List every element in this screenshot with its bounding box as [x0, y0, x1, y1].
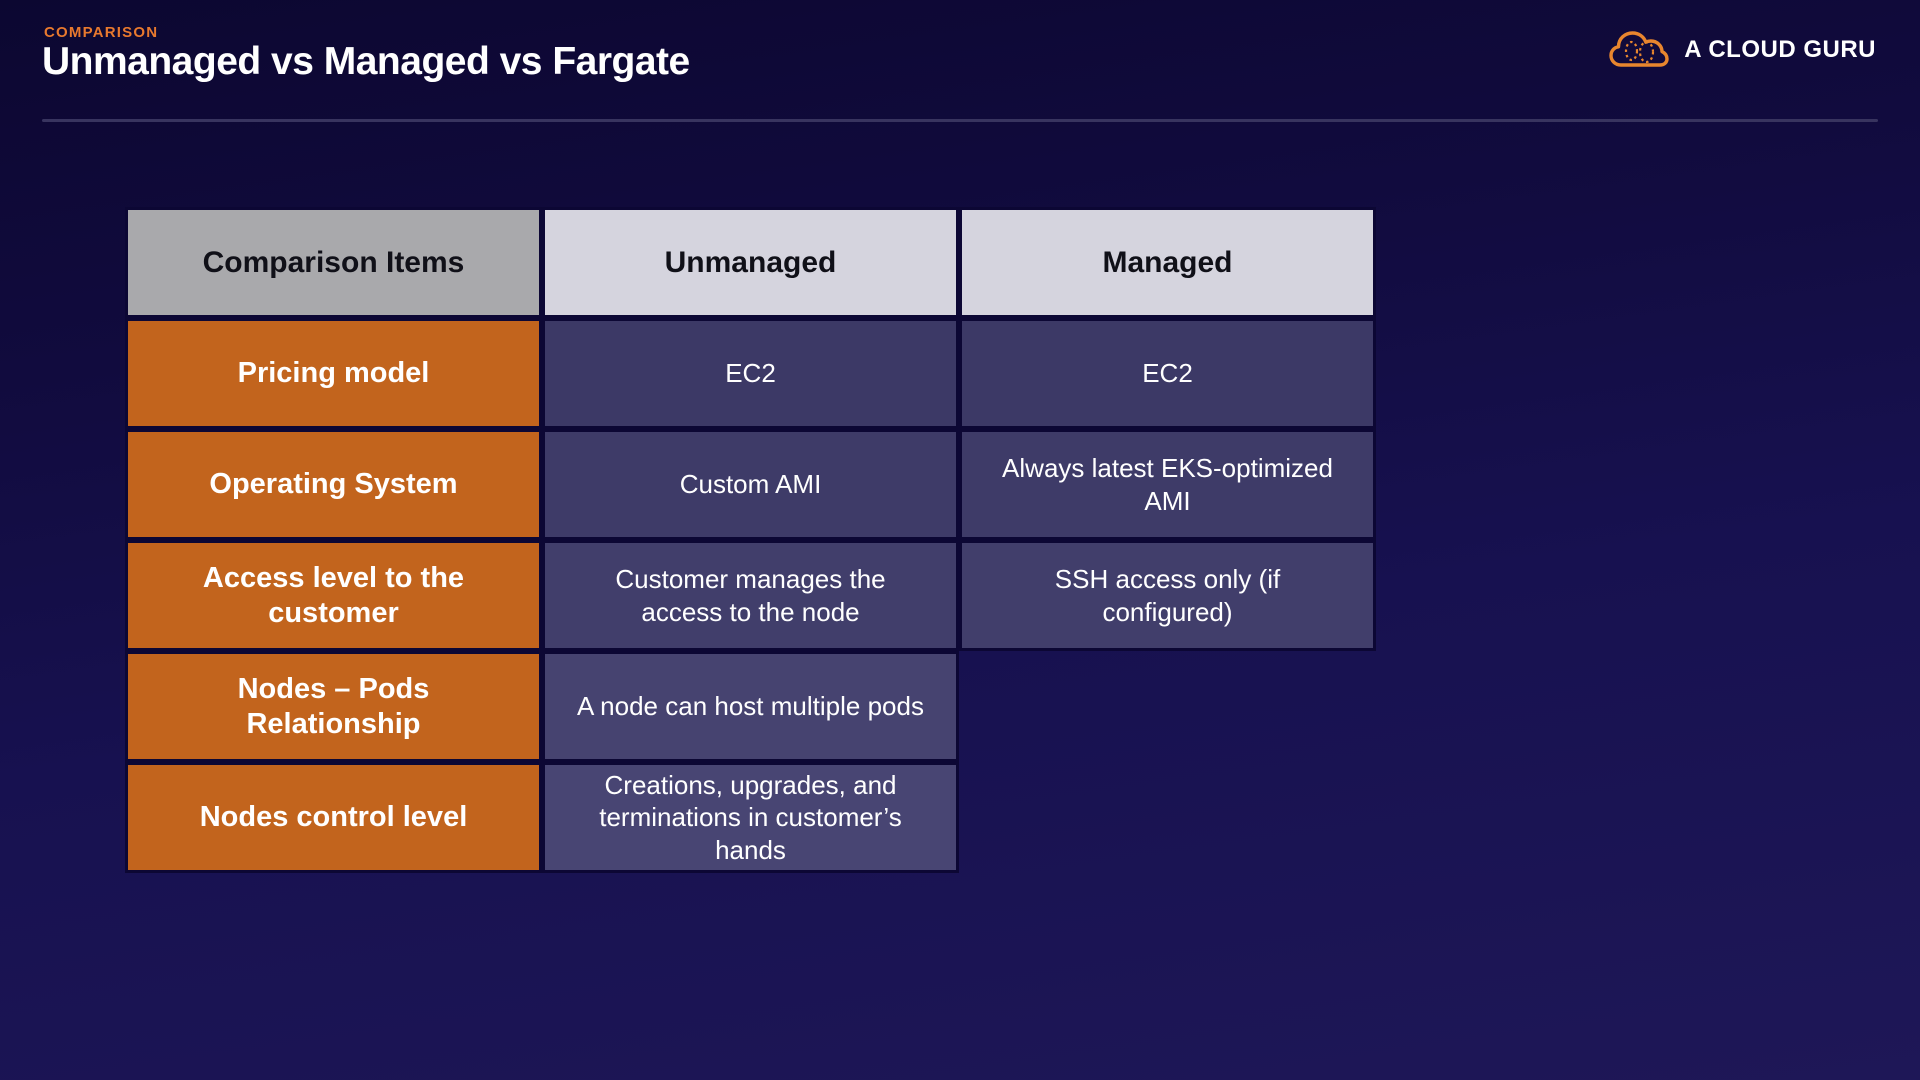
unmanaged-value-cell: Customer manages the access to the node	[542, 540, 959, 651]
row-label-cell: Access level to the customer	[125, 540, 542, 651]
eyebrow-label: COMPARISON	[44, 24, 159, 41]
managed-value-cell: SSH access only (if configured)	[959, 540, 1376, 651]
brand-logo: A CLOUD GURU	[1608, 30, 1876, 70]
table-row: Pricing model EC2 EC2	[125, 318, 1376, 429]
managed-value-cell: EC2	[959, 318, 1376, 429]
table-row: Nodes control level Creations, upgrades,…	[125, 762, 1376, 873]
table-row: Nodes – Pods Relationship A node can hos…	[125, 651, 1376, 762]
managed-empty-cell	[959, 762, 1376, 873]
page-title: Unmanaged vs Managed vs Fargate	[42, 40, 690, 83]
table-row: Access level to the customer Customer ma…	[125, 540, 1376, 651]
unmanaged-value-cell: A node can host multiple pods	[542, 651, 959, 762]
row-label-cell: Nodes – Pods Relationship	[125, 651, 542, 762]
comparison-table: Comparison Items Unmanaged Managed Prici…	[125, 207, 1376, 873]
unmanaged-value-cell: Creations, upgrades, and terminations in…	[542, 762, 959, 873]
header-cell-comparison-items: Comparison Items	[125, 207, 542, 318]
acg-cloud-icon	[1608, 29, 1670, 71]
managed-empty-cell	[959, 651, 1376, 762]
header-cell-managed: Managed	[959, 207, 1376, 318]
table-row: Operating System Custom AMI Always lates…	[125, 429, 1376, 540]
unmanaged-value-cell: EC2	[542, 318, 959, 429]
header-divider	[42, 119, 1878, 122]
row-label-cell: Pricing model	[125, 318, 542, 429]
row-label-cell: Operating System	[125, 429, 542, 540]
header-cell-unmanaged: Unmanaged	[542, 207, 959, 318]
row-label-cell: Nodes control level	[125, 762, 542, 873]
table-header-row: Comparison Items Unmanaged Managed	[125, 207, 1376, 318]
brand-name: A CLOUD GURU	[1684, 36, 1876, 63]
managed-value-cell: Always latest EKS-optimized AMI	[959, 429, 1376, 540]
unmanaged-value-cell: Custom AMI	[542, 429, 959, 540]
